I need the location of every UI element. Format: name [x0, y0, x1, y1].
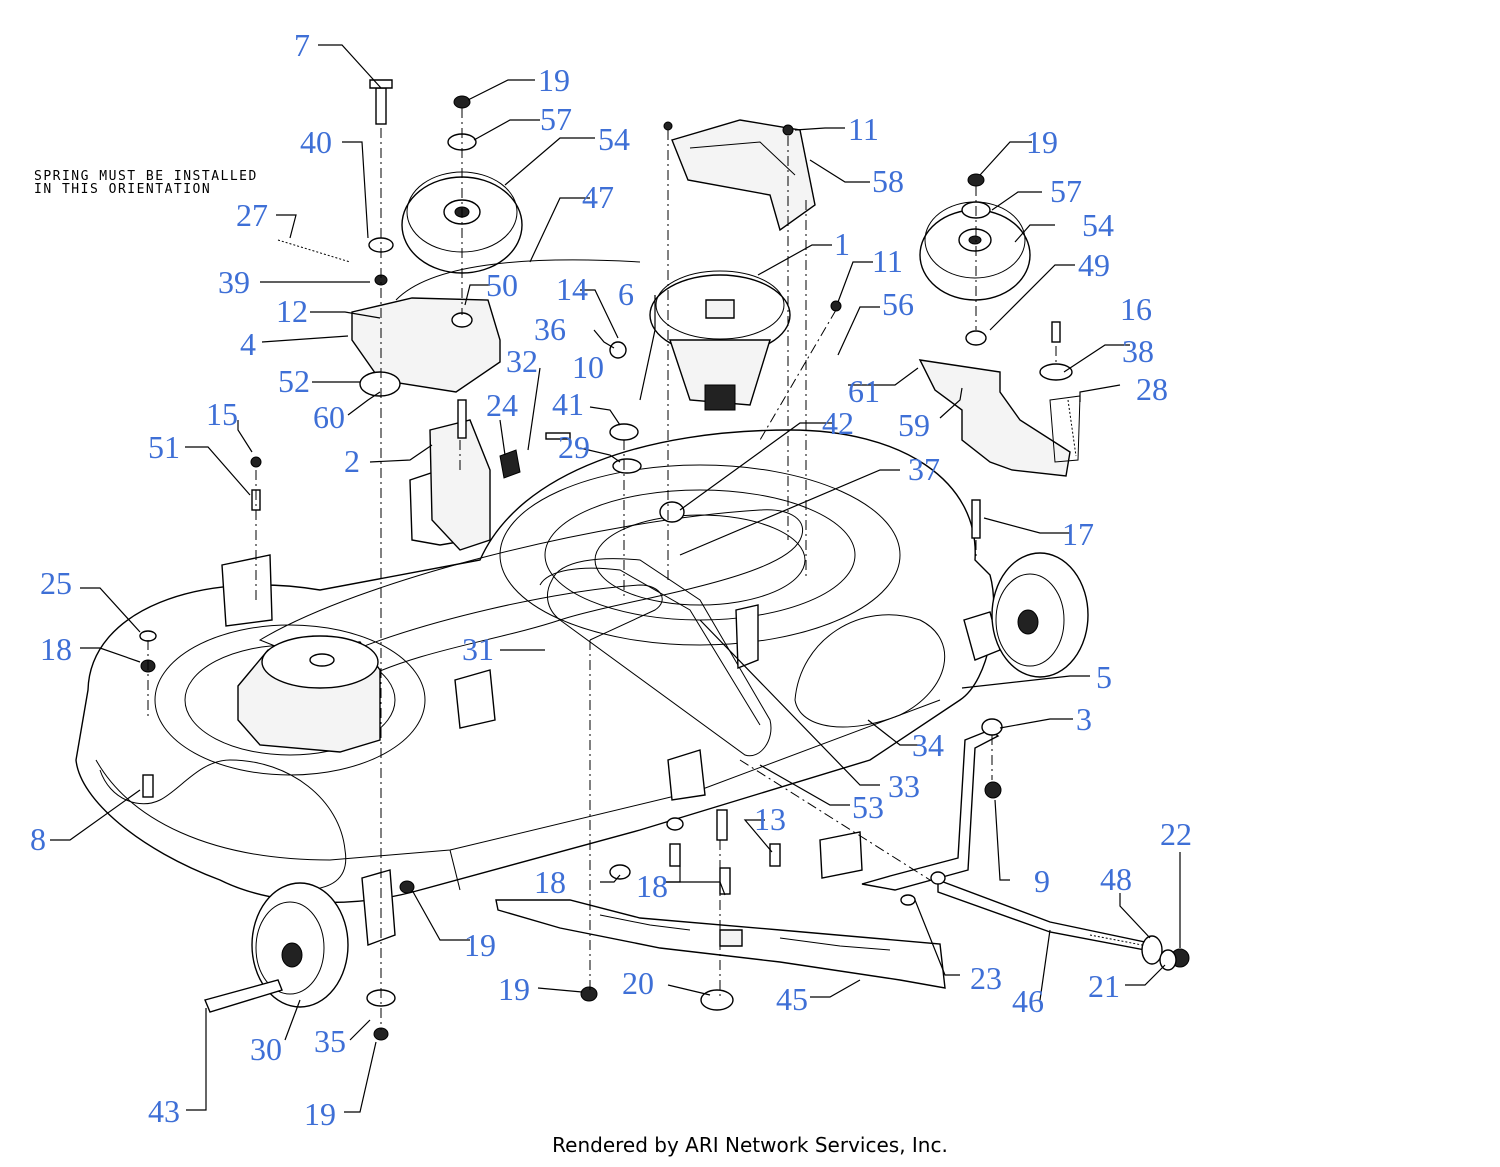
callout-23: 23	[970, 960, 1002, 996]
callout-52: 52	[278, 363, 310, 399]
callout-19: 19	[498, 971, 530, 1007]
callout-54: 54	[1082, 207, 1114, 243]
gauge-wheel-right	[991, 552, 1089, 678]
callout-29: 29	[558, 429, 590, 465]
callout-9: 9	[1034, 863, 1050, 899]
callout-12: 12	[276, 293, 308, 329]
callout-36: 36	[534, 311, 566, 347]
callout-11: 11	[872, 243, 903, 279]
callout-30: 30	[250, 1031, 282, 1067]
callout-31: 31	[462, 631, 494, 667]
callout-19: 19	[1026, 124, 1058, 160]
callout-19: 19	[304, 1096, 336, 1132]
note-line-2: IN THIS ORIENTATION	[34, 182, 212, 197]
callout-20: 20	[622, 965, 654, 1001]
callout-33: 33	[888, 768, 920, 804]
callout-24: 24	[486, 387, 518, 423]
note-line-1: SPRING MUST BE INSTALLED	[34, 169, 258, 184]
callout-53: 53	[852, 789, 884, 825]
callout-27: 27	[236, 197, 268, 233]
callout-19: 19	[538, 62, 570, 98]
callout-41: 41	[552, 386, 584, 422]
deck-shell	[75, 429, 1001, 946]
callout-39: 39	[218, 264, 250, 300]
callout-56: 56	[882, 286, 914, 322]
callout-34: 34	[912, 727, 944, 763]
callout-18: 18	[40, 631, 72, 667]
callout-37: 37	[908, 451, 940, 487]
mulch-bracket	[429, 419, 491, 551]
idler-arm-right	[918, 359, 1081, 477]
callout-21: 21	[1088, 968, 1120, 1004]
callout-18: 18	[534, 864, 566, 900]
callout-58: 58	[872, 163, 904, 199]
callout-57: 57	[1050, 173, 1082, 209]
spring-28	[1067, 399, 1077, 457]
callout-57: 57	[540, 101, 572, 137]
spindle-assembly	[649, 270, 791, 411]
callout-43: 43	[148, 1093, 180, 1129]
gauge-wheel-front-left	[251, 882, 349, 1008]
callout-18: 18	[636, 868, 668, 904]
callout-6: 6	[618, 276, 634, 312]
callout-38: 38	[1122, 333, 1154, 369]
assembly-axes	[147, 108, 1057, 1030]
callout-11: 11	[848, 111, 879, 147]
callout-8: 8	[30, 821, 46, 857]
callout-40: 40	[300, 124, 332, 160]
callout-16: 16	[1120, 291, 1152, 327]
callout-54: 54	[598, 121, 630, 157]
callout-numbers: 7 19 57 54 40 27 47 11 58 19 57 54 1 11 …	[30, 27, 1192, 1132]
callout-7: 7	[294, 27, 310, 63]
callout-14: 14	[556, 271, 588, 307]
callout-49: 49	[1078, 247, 1110, 283]
idler-pulley-right	[919, 201, 1031, 301]
callout-48: 48	[1100, 861, 1132, 897]
callout-22: 22	[1160, 816, 1192, 852]
callout-61: 61	[848, 373, 880, 409]
callout-60: 60	[313, 399, 345, 435]
callout-17: 17	[1062, 516, 1094, 552]
callout-51: 51	[148, 429, 180, 465]
callout-35: 35	[314, 1023, 346, 1059]
callout-5: 5	[1096, 659, 1112, 695]
callout-45: 45	[776, 981, 808, 1017]
belt-cover-bracket	[671, 119, 816, 232]
callout-46: 46	[1012, 983, 1044, 1019]
callout-59: 59	[898, 407, 930, 443]
footer-credit: Rendered by ARI Network Services, Inc.	[552, 1133, 948, 1157]
callout-28: 28	[1136, 371, 1168, 407]
leader-lines	[50, 44, 1181, 1113]
callout-32: 32	[506, 343, 538, 379]
callout-10: 10	[572, 349, 604, 385]
callout-25: 25	[40, 565, 72, 601]
spring-27	[277, 239, 351, 263]
callout-42: 42	[822, 405, 854, 441]
callout-13: 13	[754, 801, 786, 837]
callout-15: 15	[206, 396, 238, 432]
callout-1: 1	[834, 226, 850, 262]
callout-50: 50	[486, 267, 518, 303]
callout-3: 3	[1076, 701, 1092, 737]
callout-47: 47	[582, 179, 614, 215]
callout-2: 2	[344, 443, 360, 479]
callout-4: 4	[240, 326, 256, 362]
callout-19: 19	[464, 927, 496, 963]
